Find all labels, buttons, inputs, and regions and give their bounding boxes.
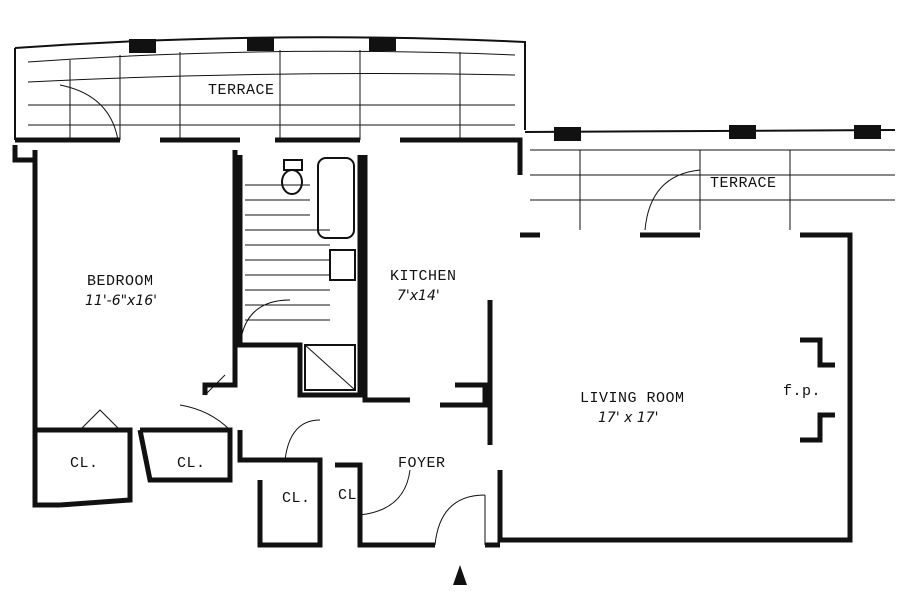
- closet-label: CL.: [282, 490, 311, 507]
- closet-label: CL.: [338, 487, 367, 504]
- fireplace-label: f.p.: [783, 383, 822, 400]
- living-room-dims: 17' x 17': [598, 410, 659, 426]
- entry-arrow-icon: [453, 565, 467, 585]
- bathtub: [317, 157, 355, 239]
- upper-terrace-outline: [14, 36, 526, 141]
- terrace-right-label: TERRACE: [710, 175, 777, 192]
- kitchen-label: KITCHEN: [390, 268, 457, 285]
- foyer-label: FOYER: [398, 455, 446, 472]
- living-room-label: LIVING ROOM: [580, 390, 685, 407]
- walls: [12, 137, 853, 548]
- bedroom-label: BEDROOM: [87, 273, 154, 290]
- bedroom-dims: 11'-6"x16': [85, 293, 158, 309]
- shower: [304, 344, 356, 391]
- terrace-upper-label: TERRACE: [208, 82, 275, 99]
- toilet: [281, 169, 303, 195]
- closet-label: CL.: [70, 455, 99, 472]
- kitchen-dims: 7'x14': [397, 288, 440, 304]
- sink: [329, 249, 356, 281]
- right-terrace-outline: [524, 129, 896, 231]
- bathroom-tile: [245, 184, 330, 321]
- closet-label: CL.: [177, 455, 206, 472]
